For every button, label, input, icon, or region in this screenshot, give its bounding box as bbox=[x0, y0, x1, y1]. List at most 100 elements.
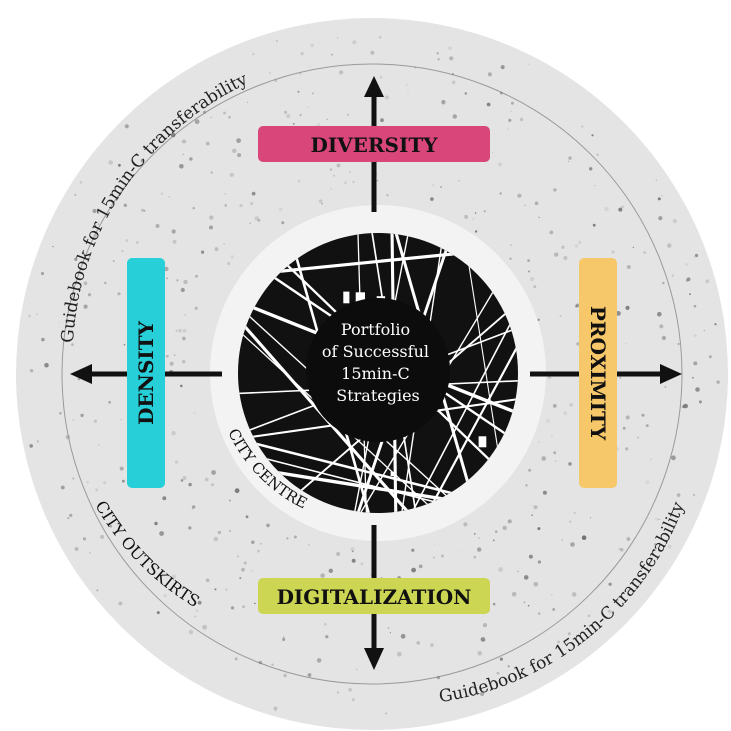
settlement-speck bbox=[569, 403, 573, 407]
settlement-speck bbox=[616, 599, 619, 602]
settlement-speck bbox=[492, 602, 496, 606]
settlement-speck bbox=[205, 141, 210, 146]
settlement-speck bbox=[172, 239, 177, 244]
settlement-speck bbox=[234, 657, 238, 661]
settlement-speck bbox=[67, 517, 70, 519]
settlement-speck bbox=[528, 63, 530, 65]
settlement-speck bbox=[103, 481, 107, 485]
settlement-speck bbox=[188, 526, 192, 530]
settlement-speck bbox=[551, 435, 553, 438]
settlement-speck bbox=[209, 225, 213, 230]
settlement-speck bbox=[118, 292, 121, 296]
settlement-speck bbox=[201, 250, 205, 254]
settlement-speck bbox=[44, 362, 49, 368]
settlement-speck bbox=[118, 177, 121, 180]
settlement-speck bbox=[203, 110, 207, 114]
settlement-speck bbox=[434, 543, 436, 546]
settlement-speck bbox=[283, 673, 287, 678]
settlement-speck bbox=[596, 153, 599, 156]
settlement-speck bbox=[251, 540, 255, 544]
settlement-speck bbox=[350, 547, 355, 552]
settlement-speck bbox=[550, 593, 553, 596]
settlement-speck bbox=[589, 167, 593, 171]
settlement-speck bbox=[533, 581, 539, 587]
settlement-speck bbox=[499, 192, 502, 195]
settlement-speck bbox=[452, 114, 457, 119]
settlement-speck bbox=[40, 271, 45, 276]
settlement-speck bbox=[97, 223, 100, 226]
settlement-speck bbox=[83, 304, 88, 309]
settlement-speck bbox=[192, 207, 195, 210]
settlement-speck bbox=[211, 470, 217, 475]
settlement-speck bbox=[694, 334, 697, 337]
settlement-speck bbox=[330, 188, 332, 190]
settlement-speck bbox=[171, 431, 176, 436]
settlement-speck bbox=[502, 525, 507, 531]
settlement-speck bbox=[561, 539, 563, 541]
settlement-speck bbox=[437, 58, 440, 61]
settlement-speck bbox=[308, 544, 310, 546]
svg-text:PROXIMITY: PROXIMITY bbox=[586, 306, 610, 441]
settlement-speck bbox=[204, 477, 209, 482]
settlement-speck bbox=[473, 555, 477, 559]
settlement-speck bbox=[483, 639, 486, 642]
settlement-speck bbox=[224, 204, 228, 207]
settlement-speck bbox=[123, 343, 126, 346]
settlement-speck bbox=[618, 547, 621, 551]
settlement-speck bbox=[655, 179, 657, 181]
settlement-speck bbox=[124, 124, 129, 129]
settlement-speck bbox=[643, 251, 647, 254]
settlement-speck bbox=[69, 513, 73, 518]
settlement-speck bbox=[531, 514, 533, 516]
settlement-speck bbox=[500, 65, 505, 70]
settlement-speck bbox=[121, 249, 124, 253]
settlement-speck bbox=[418, 564, 423, 569]
settlement-speck bbox=[230, 255, 234, 259]
settlement-speck bbox=[65, 434, 71, 440]
settlement-speck bbox=[93, 419, 97, 423]
settlement-speck bbox=[411, 548, 415, 552]
settlement-speck bbox=[123, 203, 128, 207]
settlement-speck bbox=[283, 110, 288, 115]
settlement-speck bbox=[194, 119, 200, 125]
settlement-speck bbox=[406, 84, 408, 86]
settlement-speck bbox=[477, 547, 482, 552]
settlement-speck bbox=[657, 311, 662, 317]
settlement-speck bbox=[118, 163, 121, 167]
settlement-speck bbox=[276, 40, 278, 42]
settlement-speck bbox=[378, 35, 382, 39]
settlement-speck bbox=[163, 594, 167, 598]
settlement-speck bbox=[211, 483, 215, 487]
settlement-speck bbox=[135, 240, 139, 245]
settlement-speck bbox=[554, 460, 557, 462]
settlement-speck bbox=[52, 245, 54, 248]
settlement-speck bbox=[689, 293, 691, 295]
settlement-speck bbox=[436, 676, 440, 680]
settlement-speck bbox=[533, 285, 537, 289]
settlement-speck bbox=[589, 517, 592, 519]
settlement-speck bbox=[336, 163, 341, 168]
settlement-speck bbox=[307, 106, 310, 109]
settlement-speck bbox=[183, 279, 188, 285]
settlement-speck bbox=[683, 403, 689, 409]
settlement-speck bbox=[664, 385, 667, 389]
settlement-speck bbox=[95, 488, 99, 492]
settlement-speck bbox=[492, 152, 494, 154]
settlement-speck bbox=[654, 543, 657, 546]
settlement-speck bbox=[552, 404, 557, 408]
street-line bbox=[378, 248, 518, 513]
settlement-speck bbox=[93, 233, 98, 239]
settlement-speck bbox=[703, 329, 706, 332]
settlement-speck bbox=[164, 266, 169, 272]
settlement-speck bbox=[309, 65, 311, 67]
settlement-speck bbox=[626, 537, 631, 541]
settlement-speck bbox=[452, 73, 454, 75]
settlement-speck bbox=[268, 72, 271, 74]
settlement-speck bbox=[239, 204, 243, 208]
settlement-speck bbox=[477, 650, 483, 656]
settlement-speck bbox=[154, 521, 158, 526]
open-space bbox=[343, 291, 350, 304]
settlement-speck bbox=[117, 292, 121, 296]
settlement-speck bbox=[380, 118, 384, 123]
